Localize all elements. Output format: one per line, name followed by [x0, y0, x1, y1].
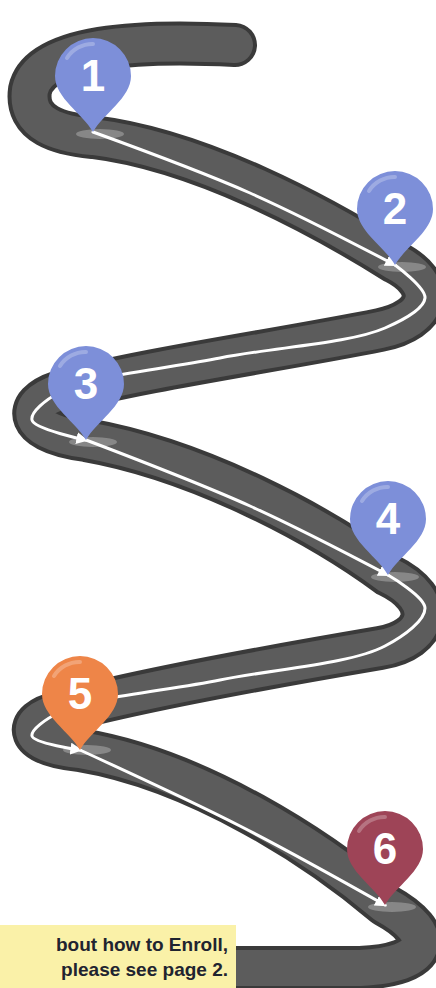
location-pin: 4: [348, 479, 428, 575]
location-pin: 3: [46, 344, 126, 440]
note-box: bout how to Enroll, please see page 2.: [0, 925, 236, 988]
lane-arrow: [32, 265, 425, 440]
step-number: 6: [345, 809, 425, 889]
step-number: 2: [355, 169, 435, 249]
lane-arrow: [32, 575, 425, 750]
location-pin: 6: [345, 809, 425, 905]
lane-arrow: [93, 132, 395, 265]
step-number: 4: [348, 479, 428, 559]
step-number: 1: [53, 36, 133, 116]
lane-arrow: [80, 750, 385, 905]
location-pin: 5: [40, 654, 120, 750]
step-number: 5: [40, 654, 120, 734]
lane-arrow: [86, 440, 388, 575]
location-pin: 1: [53, 36, 133, 132]
location-pin: 2: [355, 169, 435, 265]
pin-shadow: [368, 902, 416, 912]
step-number: 3: [46, 344, 126, 424]
note-text: bout how to Enroll, please see page 2.: [2, 932, 228, 982]
